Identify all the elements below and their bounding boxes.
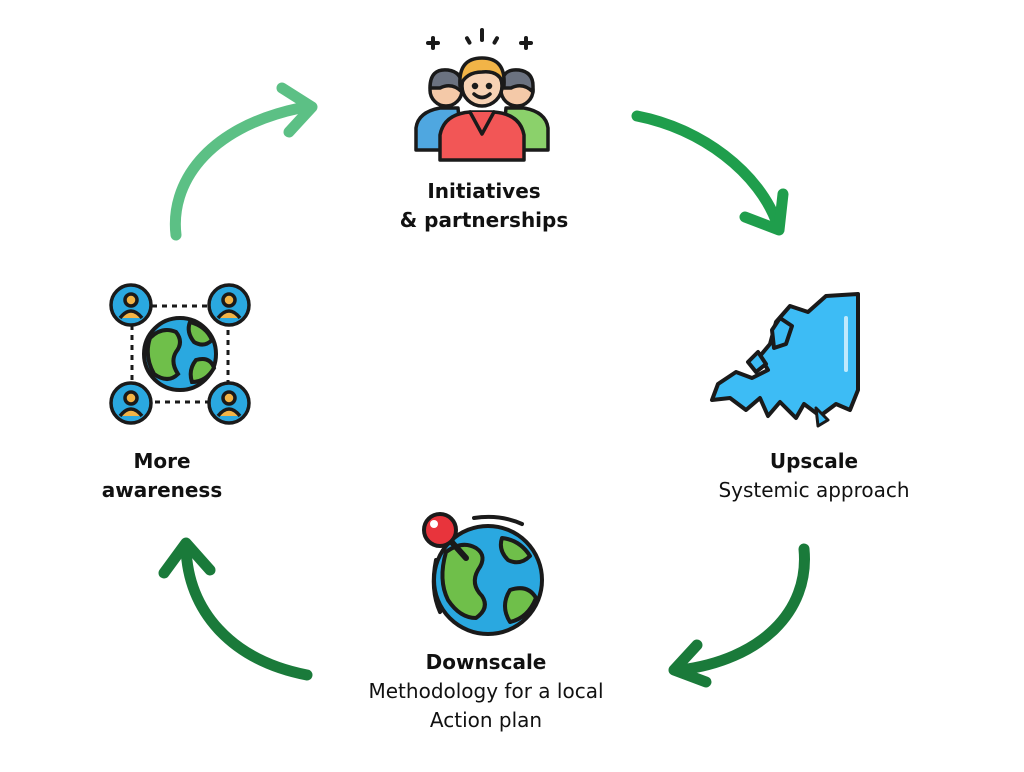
person-avatar-icon [207,283,251,327]
node-initiatives-label: Initiatives & partnerships [384,177,584,235]
globe-with-location-pin-icon [422,512,544,636]
person-avatar-icon [109,283,153,327]
node-upscale-label: Upscale Systemic approach [700,447,928,505]
person-avatar-icon [109,381,153,425]
connected-people-globe-icon [109,283,251,425]
arrow-left-to-top [169,82,318,241]
node-title: More [133,449,191,473]
node-subtitle: Systemic approach [718,478,910,502]
arrow-top-to-right [631,110,789,236]
node-awareness-label: More awareness [100,447,224,505]
arrow-right-to-bottom [668,543,810,688]
arrow-bottom-to-left [158,537,313,681]
node-title: Initiatives [427,179,541,203]
node-title: & partnerships [399,208,569,232]
node-downscale-label: Downscale Methodology for a local Action… [346,648,626,735]
europe-map-icon [710,292,860,428]
group-of-people-icon [414,28,550,162]
node-title: Upscale [769,449,859,473]
node-subtitle: Action plan [429,708,543,732]
node-subtitle: Methodology for a local [368,679,604,703]
person-avatar-icon [207,381,251,425]
node-title: Downscale [425,650,547,674]
node-title: awareness [101,478,223,502]
